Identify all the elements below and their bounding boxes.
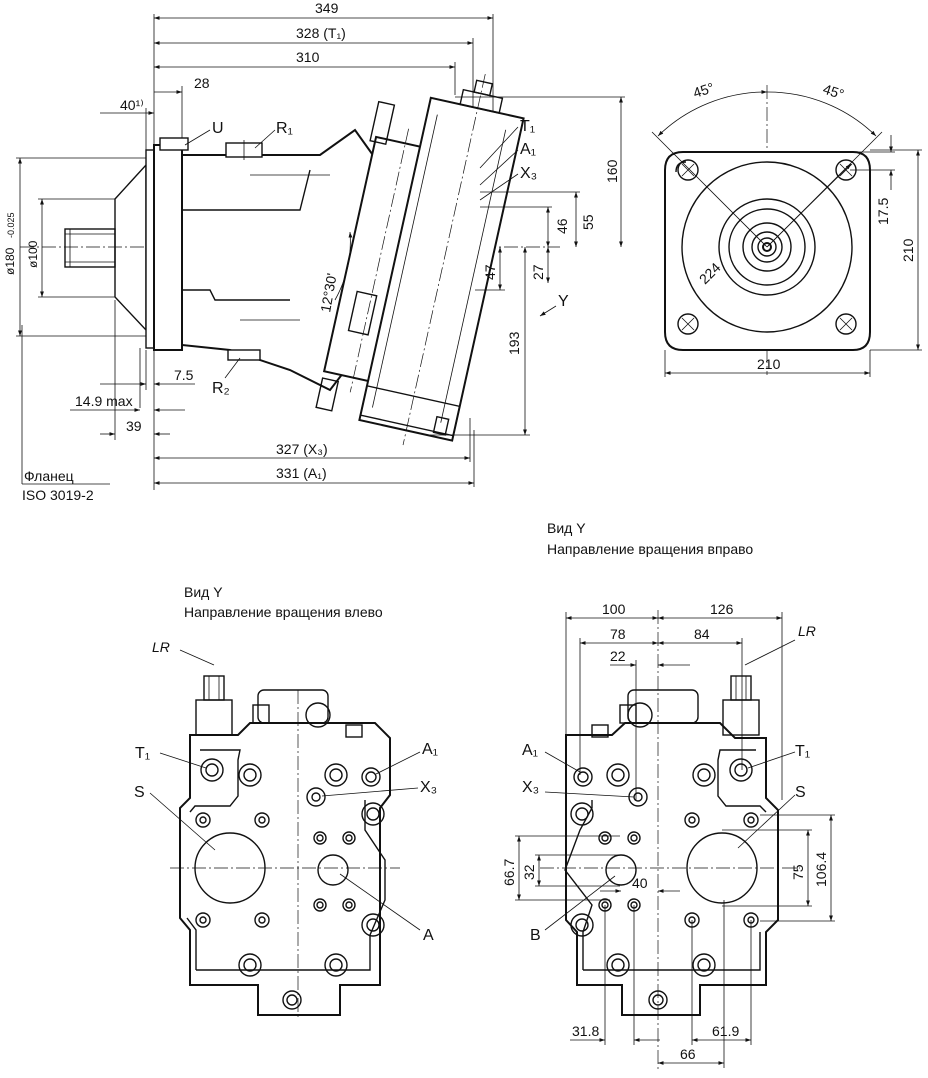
dim-100: ø100 — [26, 240, 40, 268]
dim-210-horizontal: 210 — [757, 356, 781, 372]
dim-310: 310 — [296, 49, 320, 65]
label-u: U — [212, 120, 224, 137]
dim-349: 349 — [315, 0, 339, 16]
dim-32: 32 — [521, 864, 537, 880]
angle-label: 12°30' — [317, 272, 340, 314]
dim-39: 39 — [126, 418, 142, 434]
dim-61-9: 61.9 — [712, 1023, 739, 1039]
dim-180: ø180 — [3, 247, 17, 275]
dim-66: 66 — [680, 1046, 696, 1062]
dim-331: 331 (A₁) — [276, 465, 327, 481]
dim-40-right: 40 — [632, 875, 648, 891]
flange-label: Фланец — [24, 468, 74, 484]
dim-100-right: 100 — [602, 601, 626, 617]
view-right-title: Вид Y — [547, 520, 586, 536]
view-y-right: Вид Y Направление вращения вправо — [501, 520, 835, 1070]
left-s-label: S — [134, 784, 145, 801]
dim-106-4: 106.4 — [813, 852, 829, 887]
view-y-left: Вид Y Направление вращения влево — [134, 584, 438, 1020]
right-s-label: S — [795, 784, 806, 801]
dim-126: 126 — [710, 601, 734, 617]
left-lr-label: LR — [152, 639, 170, 655]
front-view: 45° 45° 224 17.5 210 210 — [651, 79, 922, 377]
dim-55: 55 — [580, 214, 596, 230]
dim-75: 75 — [790, 864, 806, 880]
dim-22: 22 — [610, 648, 626, 664]
dim-40: 40¹⁾ — [120, 97, 144, 113]
left-x3-label: X₃ — [420, 779, 437, 796]
dim-210-vertical: 210 — [900, 238, 916, 262]
dim-14-9: 14.9 max — [75, 393, 133, 409]
left-a-label: A — [423, 927, 434, 944]
dim-66-7: 66.7 — [501, 859, 517, 886]
dim-84: 84 — [694, 626, 710, 642]
dim-328: 328 (T₁) — [296, 25, 346, 41]
dim-78: 78 — [610, 626, 626, 642]
label-r1: R₁ — [276, 120, 293, 137]
dim-327: 327 (X₃) — [276, 441, 328, 457]
right-x3-label: X₃ — [522, 779, 539, 796]
label-a1: A₁ — [520, 141, 536, 158]
dim-180-tol: -0.025 — [6, 212, 16, 238]
angle-45-right: 45° — [821, 81, 846, 103]
view-left-subtitle: Направление вращения влево — [184, 604, 383, 620]
dim-31-8: 31.8 — [572, 1023, 599, 1039]
flange-standard: ISO 3019-2 — [22, 487, 94, 503]
dim-17-5: 17.5 — [875, 198, 891, 225]
dim-193: 193 — [506, 331, 522, 355]
right-lr-label: LR — [798, 623, 816, 639]
dim-7-5: 7.5 — [174, 367, 194, 383]
dim-160: 160 — [604, 159, 620, 183]
angle-45-left: 45° — [691, 79, 716, 101]
dim-28: 28 — [194, 75, 210, 91]
left-t1-label: T₁ — [135, 745, 150, 762]
right-b-label: B — [530, 927, 541, 944]
dim-46: 46 — [554, 218, 570, 234]
view-right-subtitle: Направление вращения вправо — [547, 541, 753, 557]
label-y: Y — [558, 293, 569, 310]
label-x3: X₃ — [520, 165, 537, 182]
dim-27: 27 — [530, 264, 546, 280]
view-left-title: Вид Y — [184, 584, 223, 600]
right-t1-label: T₁ — [795, 743, 810, 760]
side-view: 349 328 (T₁) 310 28 40¹⁾ ø180 -0.025 ø10… — [3, 0, 625, 503]
right-a1-label: A₁ — [522, 742, 538, 759]
dim-47: 47 — [482, 264, 498, 280]
left-a1-label: A₁ — [422, 741, 438, 758]
label-r2: R₂ — [212, 380, 230, 397]
label-t1: T₁ — [520, 118, 535, 135]
